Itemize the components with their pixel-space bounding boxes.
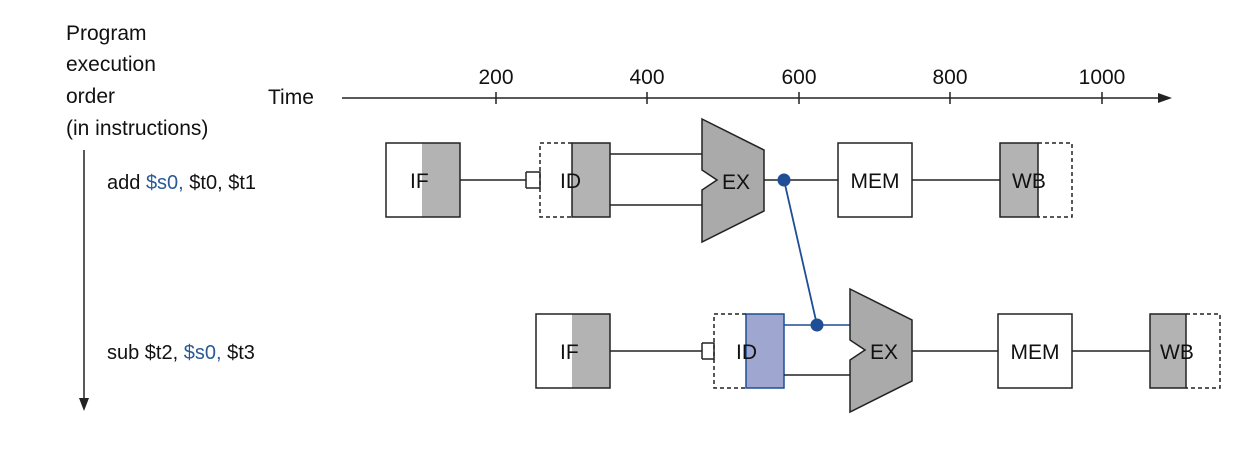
instruction-sub-part-2: $t3	[222, 342, 255, 364]
forward-destination-dot	[810, 318, 824, 332]
forwarding-path	[777, 173, 824, 332]
tick-label-600: 600	[781, 66, 816, 89]
time-label: Time	[268, 86, 314, 109]
instruction-text-add: add $s0, $t0, $t1	[107, 172, 256, 194]
stage-mem-add: MEM	[837, 142, 913, 218]
order-label-line-2: execution	[66, 53, 156, 76]
tick-label-400: 400	[629, 66, 664, 89]
stage-wb-sub-label: WB	[1160, 341, 1194, 364]
tick-label-200: 200	[478, 66, 513, 89]
instruction-add-part-2: $t0, $t1	[184, 172, 256, 194]
stage-if-add: IF	[385, 142, 461, 218]
stage-ex-sub-label: EX	[870, 341, 898, 364]
stage-mem-add-label: MEM	[851, 170, 900, 193]
stage-if-sub-label: IF	[560, 341, 579, 364]
tick-label-1000: 1000	[1079, 66, 1126, 89]
stage-ex-add: EX	[701, 117, 765, 244]
stage-wb-add-label: WB	[1012, 170, 1046, 193]
instruction-sub-part-0: sub $t2,	[107, 342, 184, 364]
program-order-arrow	[79, 150, 89, 411]
instruction-sub-source-register: $s0,	[184, 342, 222, 364]
stage-if-sub: IF	[535, 313, 611, 389]
stage-wb-sub: WB	[1149, 313, 1221, 389]
instruction-row-sub: sub $t2, $s0, $t3 IF ID EX MEM	[107, 287, 1221, 414]
stage-ex-sub: EX	[849, 287, 913, 414]
order-label-line-1: Program	[66, 22, 147, 45]
instruction-add-dest-register: $s0,	[146, 172, 184, 194]
stage-mem-sub-label: MEM	[1011, 341, 1060, 364]
stage-if-add-label: IF	[410, 170, 429, 193]
stage-mem-sub: MEM	[997, 313, 1073, 389]
stage-wb-add: WB	[999, 142, 1073, 218]
stage-id-add: ID	[539, 142, 611, 218]
stage-id-add-label: ID	[560, 170, 581, 193]
time-axis: 200 400 600 800 1000	[342, 66, 1172, 104]
stage-ex-add-label: EX	[722, 171, 750, 194]
instruction-row-add: add $s0, $t0, $t1 IF ID EX MEM	[107, 117, 1073, 244]
stage-id-sub-label: ID	[736, 341, 757, 364]
order-label-line-3: order	[66, 85, 115, 108]
order-label-line-4: (in instructions)	[66, 117, 208, 140]
program-order-label: Program execution order (in instructions…	[66, 22, 208, 140]
instruction-text-sub: sub $t2, $s0, $t3	[107, 342, 255, 364]
forward-source-dot	[777, 173, 791, 187]
instruction-add-part-0: add	[107, 172, 146, 194]
stage-id-sub: ID	[713, 313, 785, 389]
tick-label-800: 800	[932, 66, 967, 89]
